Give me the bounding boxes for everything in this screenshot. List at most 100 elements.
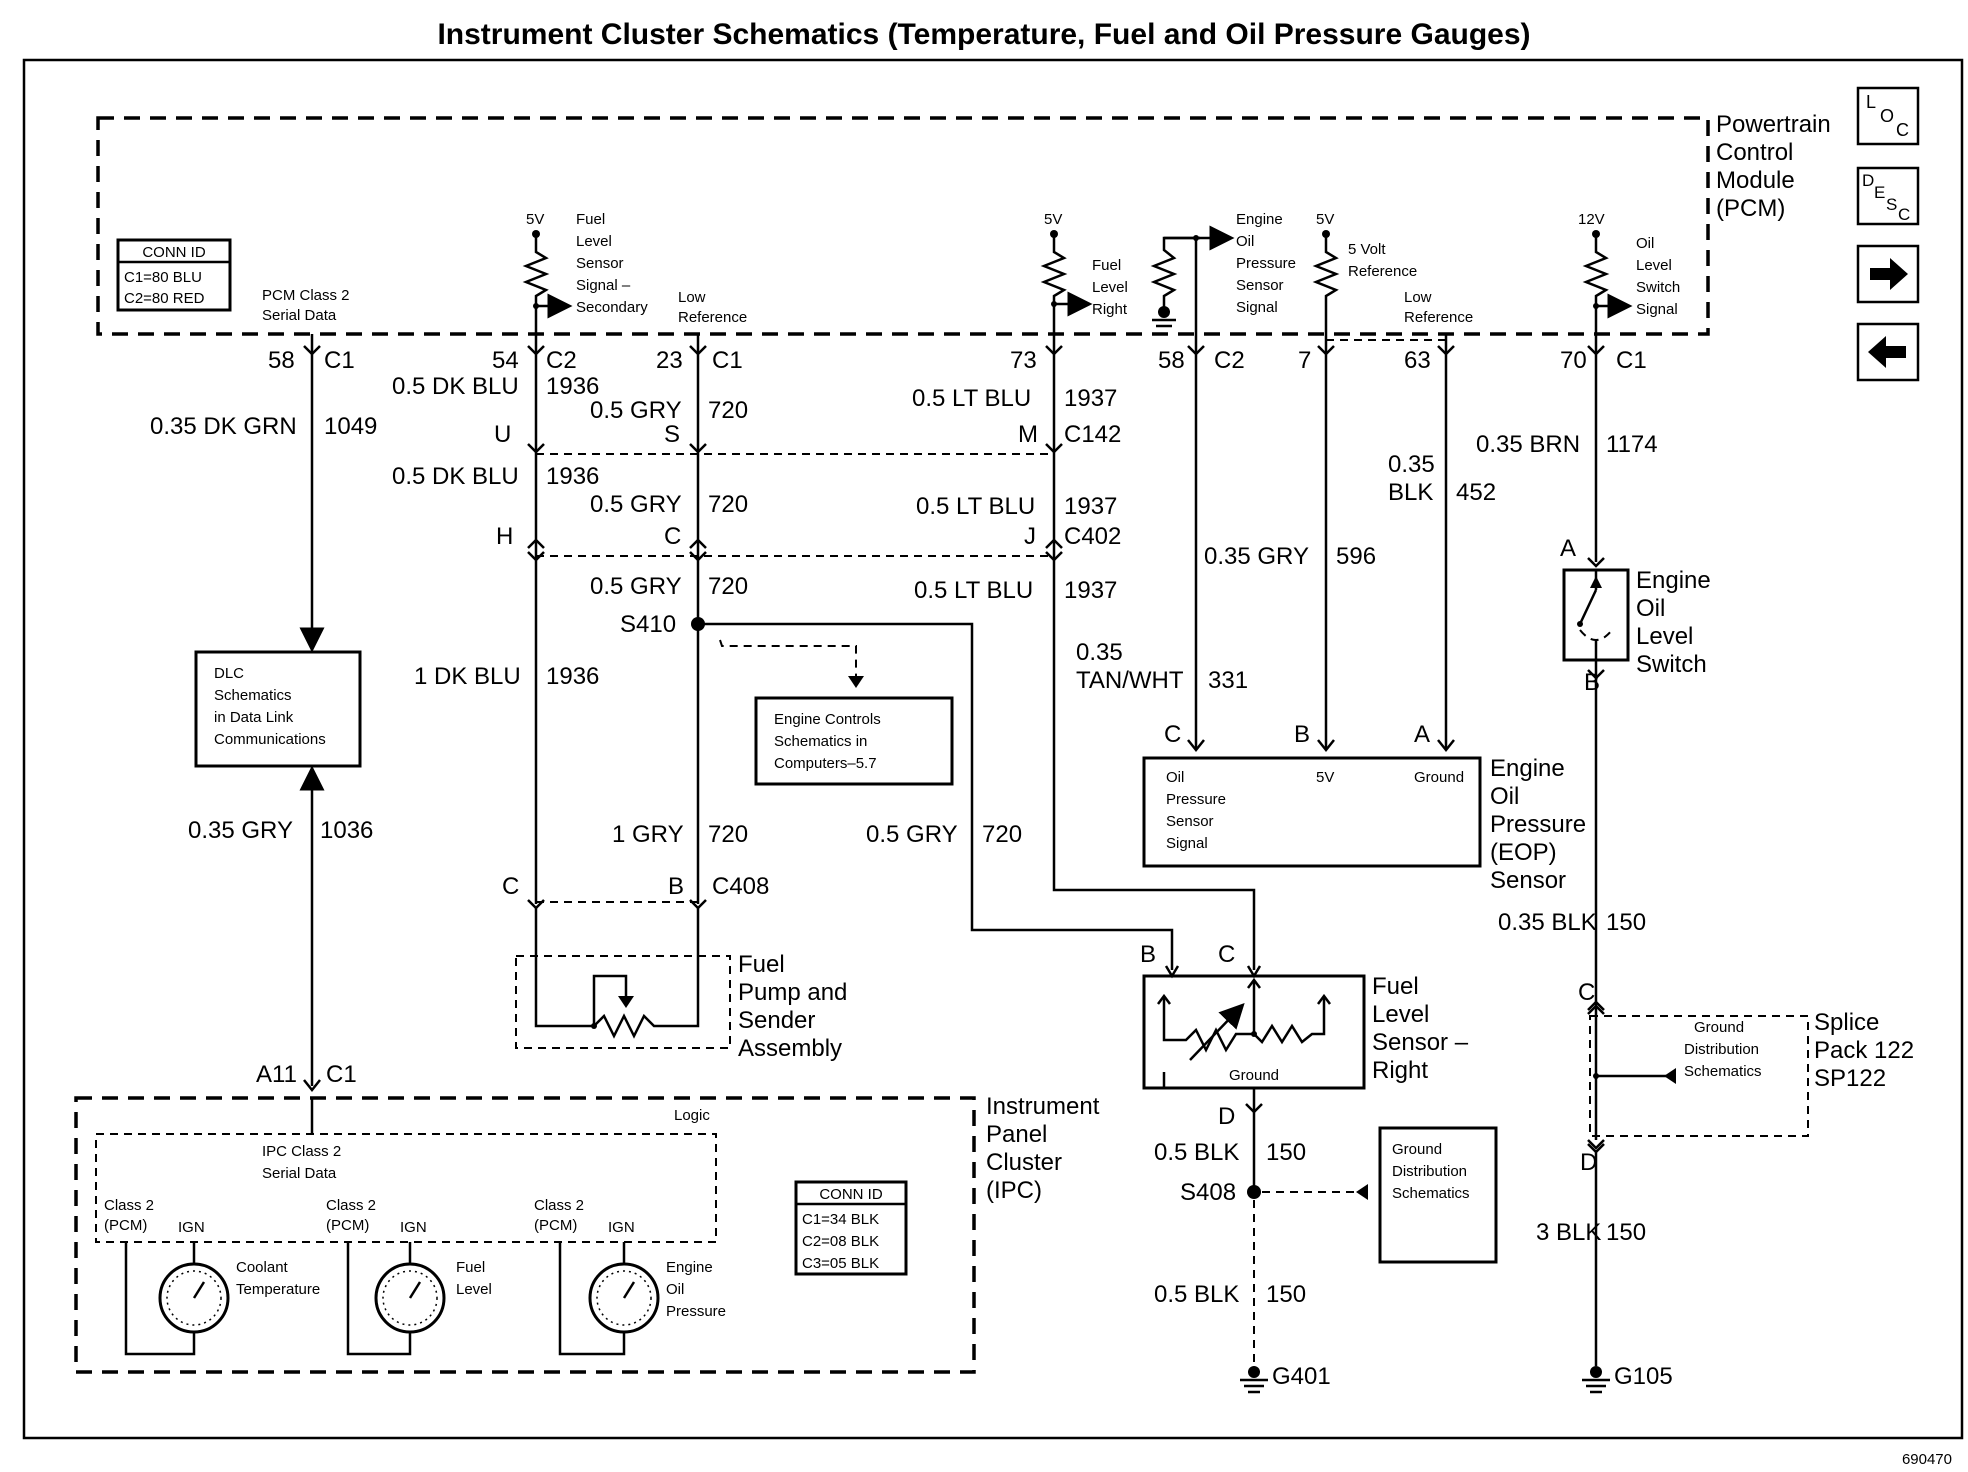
outer-border bbox=[22, 58, 1964, 1440]
five-volt-ref-label: 5 Volt bbox=[1348, 241, 1386, 258]
ipc-logic-label: Logic bbox=[674, 1107, 710, 1124]
svg-text:Coolant: Coolant bbox=[236, 1259, 289, 1276]
svg-text:Pack 122: Pack 122 bbox=[1814, 1037, 1914, 1064]
svg-text:150: 150 bbox=[1266, 1139, 1306, 1166]
svg-text:23: 23 bbox=[656, 347, 683, 374]
coolant-gauge: Class 2 (PCM) IGN Coolant Temperature bbox=[104, 1197, 320, 1356]
svg-text:Module: Module bbox=[1716, 167, 1795, 194]
fuel-gauge: Class 2 (PCM) IGN Fuel Level bbox=[326, 1197, 492, 1356]
svg-text:5V: 5V bbox=[1316, 769, 1334, 786]
next-arrow-button[interactable] bbox=[1856, 244, 1920, 304]
pcm-label: Powertrain Control Module (PCM) bbox=[1716, 111, 1831, 222]
svg-text:J: J bbox=[1024, 523, 1036, 550]
svg-text:150: 150 bbox=[1606, 1219, 1646, 1246]
loc-button[interactable]: L O C bbox=[1856, 86, 1920, 146]
svg-text:Pressure: Pressure bbox=[1236, 255, 1296, 272]
oil-switch-signal-label: Oil Level Switch Signal bbox=[1636, 235, 1680, 318]
svg-text:Sensor: Sensor bbox=[1236, 277, 1284, 294]
svg-text:Distribution: Distribution bbox=[1684, 1041, 1759, 1058]
svg-text:C1: C1 bbox=[326, 1061, 357, 1088]
svg-text:Class 2: Class 2 bbox=[104, 1197, 154, 1214]
svg-text:CONN ID: CONN ID bbox=[819, 1186, 883, 1203]
svg-text:Sensor: Sensor bbox=[576, 255, 624, 272]
ground-dist-label-1: Ground Distribution Schematics bbox=[1392, 1141, 1470, 1202]
svg-text:Computers–5.7: Computers–5.7 bbox=[774, 755, 877, 772]
svg-text:E: E bbox=[1874, 183, 1885, 202]
svg-text:Oil: Oil bbox=[1636, 235, 1654, 252]
svg-text:TAN/WHT: TAN/WHT bbox=[1076, 667, 1184, 694]
svg-text:7: 7 bbox=[1298, 347, 1311, 374]
svg-text:Sensor: Sensor bbox=[1166, 813, 1214, 830]
fuel-pump-box bbox=[515, 955, 731, 1049]
svg-text:1936: 1936 bbox=[546, 373, 599, 400]
svg-text:Ground: Ground bbox=[1694, 1019, 1744, 1036]
svg-text:720: 720 bbox=[708, 397, 748, 424]
svg-text:H: H bbox=[496, 523, 513, 550]
wire-1936-color-a: 0.5 DK BLU bbox=[392, 373, 519, 400]
svg-text:1937: 1937 bbox=[1064, 385, 1117, 412]
svg-text:Pressure: Pressure bbox=[1166, 791, 1226, 808]
svg-text:Temperature: Temperature bbox=[236, 1281, 320, 1298]
wire-720-color-c: 0.5 GRY bbox=[590, 573, 682, 600]
dlc-box[interactable] bbox=[194, 650, 362, 768]
svg-text:Level: Level bbox=[1636, 257, 1672, 274]
svg-text:(IPC): (IPC) bbox=[986, 1177, 1042, 1204]
svg-text:Serial Data: Serial Data bbox=[262, 1165, 337, 1182]
svg-text:Signal –: Signal – bbox=[576, 277, 631, 294]
prev-arrow-button[interactable] bbox=[1856, 322, 1920, 382]
eop-pin-c: C bbox=[1164, 721, 1181, 748]
eop-signal-label: Engine Oil Pressure Sensor Signal bbox=[1236, 211, 1296, 316]
svg-text:D: D bbox=[1862, 171, 1874, 190]
svg-text:Level: Level bbox=[1372, 1001, 1429, 1028]
svg-text:Assembly: Assembly bbox=[738, 1035, 842, 1062]
svg-text:Control: Control bbox=[1716, 139, 1793, 166]
wire-150-color-b: 0.5 BLK bbox=[1154, 1139, 1239, 1166]
svg-text:Switch: Switch bbox=[1636, 279, 1680, 296]
wire-452-color: 0.35 bbox=[1388, 451, 1435, 478]
wire-1937-color-c: 0.5 LT BLU bbox=[914, 577, 1033, 604]
svg-text:Sensor –: Sensor – bbox=[1372, 1029, 1469, 1056]
pcm-conn-id: CONN ID C1=80 BLU C2=80 RED bbox=[116, 238, 232, 312]
svg-text:BLK: BLK bbox=[1388, 479, 1433, 506]
svg-text:Communications: Communications bbox=[214, 731, 326, 748]
sp122-pin-d: D bbox=[1580, 1149, 1597, 1176]
wire-1936-color-b: 0.5 DK BLU bbox=[392, 463, 519, 490]
svg-text:Oil: Oil bbox=[1236, 233, 1254, 250]
fuel-secondary-label: Fuel Level Sensor Signal – Secondary bbox=[576, 211, 648, 316]
svg-text:S: S bbox=[1886, 195, 1897, 214]
eop-pin-a: A bbox=[1414, 721, 1430, 748]
svg-text:331: 331 bbox=[1208, 667, 1248, 694]
svg-text:Secondary: Secondary bbox=[576, 299, 648, 316]
fuel-right-label: Fuel Level Right bbox=[1092, 257, 1128, 318]
fuel-level-sensor-label: Fuel Level Sensor – Right bbox=[1372, 973, 1469, 1084]
svg-text:O: O bbox=[1880, 106, 1894, 126]
svg-text:Reference: Reference bbox=[1404, 309, 1473, 326]
wire-596-color: 0.35 GRY bbox=[1204, 543, 1309, 570]
svg-text:Sender: Sender bbox=[738, 1007, 815, 1034]
figure-id: 690470 bbox=[1902, 1451, 1952, 1468]
wire-1937-color-a: 0.5 LT BLU bbox=[912, 385, 1031, 412]
svg-text:1937: 1937 bbox=[1064, 577, 1117, 604]
svg-text:150: 150 bbox=[1606, 909, 1646, 936]
pcm-serial-label: PCM Class 2 bbox=[262, 287, 350, 304]
svg-text:(PCM): (PCM) bbox=[104, 1217, 147, 1234]
svg-text:C1: C1 bbox=[324, 347, 355, 374]
engine-controls-box[interactable] bbox=[754, 696, 954, 786]
pcm-box bbox=[96, 116, 1710, 336]
low-ref-label-1: Low bbox=[678, 289, 706, 306]
pcm-serial-label-2: Serial Data bbox=[262, 307, 337, 324]
ground-dist-box-1[interactable] bbox=[1378, 1126, 1498, 1264]
fl-pin-b: B bbox=[1140, 941, 1156, 968]
svg-text:C: C bbox=[664, 523, 681, 550]
svg-text:Splice: Splice bbox=[1814, 1009, 1879, 1036]
desc-button[interactable]: D E S C bbox=[1856, 166, 1920, 226]
splice-s410-label: S410 bbox=[620, 611, 676, 638]
svg-text:Engine Controls: Engine Controls bbox=[774, 711, 881, 728]
svg-text:IGN: IGN bbox=[400, 1219, 427, 1236]
svg-text:SP122: SP122 bbox=[1814, 1065, 1886, 1092]
svg-text:IGN: IGN bbox=[178, 1219, 205, 1236]
svg-text:63: 63 bbox=[1404, 347, 1431, 374]
svg-text:M: M bbox=[1018, 421, 1038, 448]
ipc-serial-label: IPC Class 2 bbox=[262, 1143, 341, 1160]
